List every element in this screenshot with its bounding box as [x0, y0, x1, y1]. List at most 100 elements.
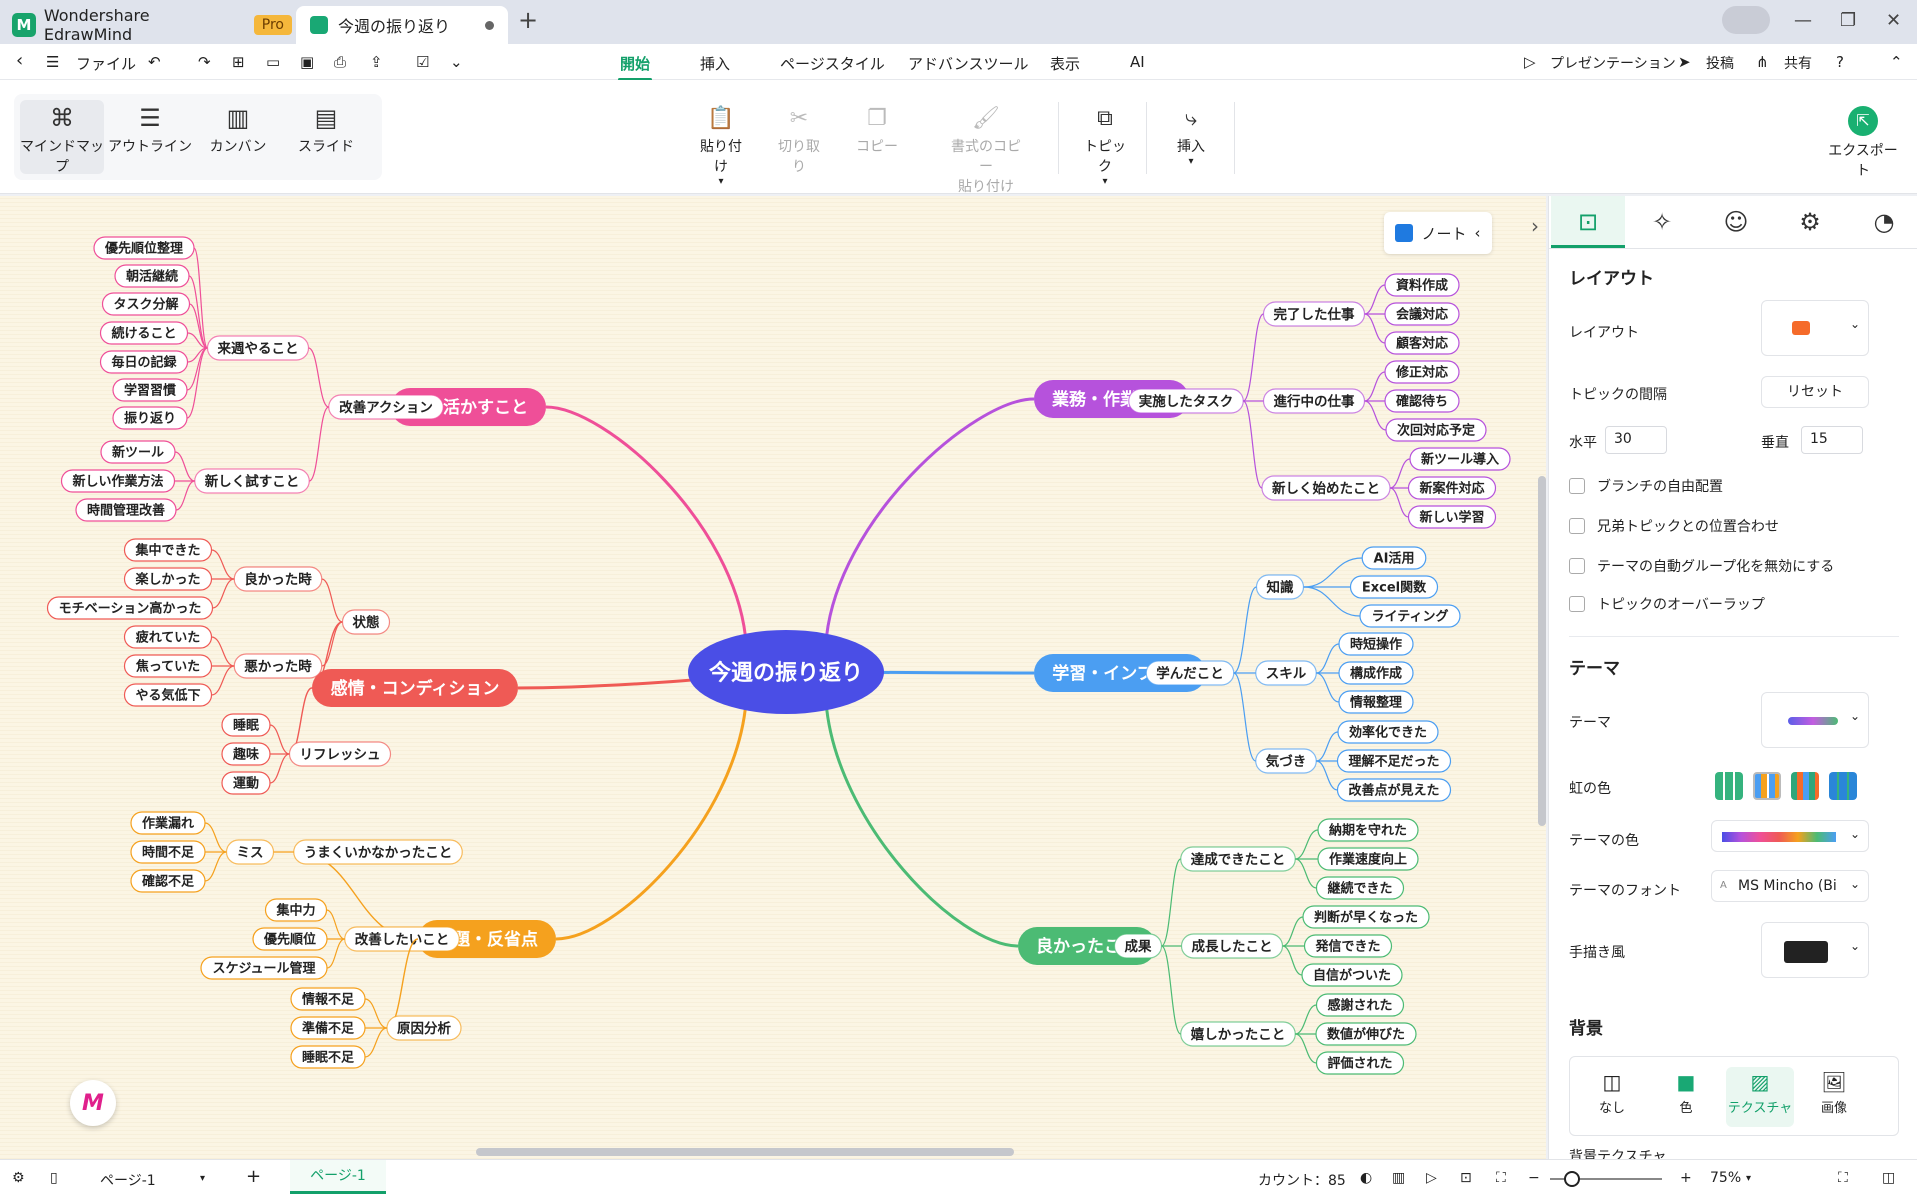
leaf-topic[interactable]: 焦っていた	[123, 654, 213, 678]
publish-icon[interactable]: ➤	[1678, 53, 1691, 71]
cut-button[interactable]: ✂ 切り取り	[774, 106, 824, 176]
rainbow-option-3[interactable]	[1791, 772, 1819, 800]
leaf-topic[interactable]: 学習習慣	[112, 378, 188, 402]
horizontal-spacing-input[interactable]: 30	[1605, 426, 1667, 454]
subtopic[interactable]: うまくいかなかったこと	[293, 839, 463, 865]
leaf-topic[interactable]: スケジュール管理	[200, 956, 328, 980]
subtopic[interactable]: 学んだこと	[1145, 660, 1235, 686]
presentation-icon[interactable]: ▷	[1524, 53, 1536, 71]
leaf-topic[interactable]: 次回対応予定	[1385, 418, 1487, 442]
paste-button[interactable]: 📋 貼り付け ▾	[694, 106, 748, 187]
leaf-topic[interactable]: 時短操作	[1338, 632, 1414, 656]
undo-icon[interactable]: ↶	[148, 53, 161, 71]
theme-dropdown[interactable]: ⌄	[1761, 692, 1869, 748]
view-kanban-button[interactable]: ▥ カンバン	[196, 100, 280, 174]
unsaved-dot-icon[interactable]	[485, 20, 494, 30]
leaf-topic[interactable]: モチベーション高かった	[46, 596, 214, 620]
topic-button[interactable]: ⧉ トピック ▾	[1080, 106, 1130, 187]
leaf-topic[interactable]: 顧客対応	[1384, 331, 1460, 355]
user-avatar-icon[interactable]	[1722, 6, 1770, 34]
leaf-topic[interactable]: 趣味	[221, 742, 271, 766]
view-outline-button[interactable]: ☰ アウトライン	[108, 100, 192, 174]
zoom-slider-track[interactable]	[1550, 1178, 1662, 1180]
leaf-topic[interactable]: 修正対応	[1384, 360, 1460, 384]
subtopic[interactable]: 成長したこと	[1180, 933, 1284, 959]
fullscreen-fit-icon[interactable]: ⛶	[1496, 1170, 1506, 1186]
vertical-scrollbar[interactable]	[1538, 476, 1546, 826]
subtopic[interactable]: 良かった時	[233, 566, 323, 592]
tab-advanced-tools[interactable]: アドバンスツール	[908, 55, 1029, 73]
leaf-topic[interactable]: 数値が伸びた	[1315, 1022, 1417, 1046]
zoom-out-icon[interactable]: −	[1528, 1170, 1540, 1186]
leaf-topic[interactable]: 確認不足	[130, 869, 206, 893]
new-tab-plus-icon[interactable]: +	[518, 6, 539, 34]
horizontal-scrollbar[interactable]	[476, 1148, 1014, 1156]
publish-button[interactable]: 投稿	[1706, 56, 1734, 72]
mindmap-diagram[interactable]: 次に活かすこと改善アクション来週やること優先順位整理朝活継続タスク分解続けること…	[0, 196, 1546, 1159]
tab-insert[interactable]: 挿入	[700, 55, 731, 73]
leaf-topic[interactable]: 振り返り	[112, 406, 188, 430]
vertical-spacing-input[interactable]: 15	[1801, 426, 1863, 454]
leaf-topic[interactable]: 優先順位	[252, 927, 328, 951]
hamburger-menu-icon[interactable]: ☰	[46, 53, 60, 71]
collapse-ribbon-icon[interactable]: ⌃	[1890, 53, 1903, 71]
insert-button[interactable]: ⤷ 挿入 ▾	[1166, 106, 1216, 167]
subtopic[interactable]: 原因分析	[386, 1015, 462, 1041]
play-icon[interactable]: ▷	[1426, 1170, 1437, 1186]
share-icon[interactable]: ⋔	[1756, 53, 1769, 71]
leaf-topic[interactable]: 準備不足	[290, 1016, 366, 1040]
add-page-icon[interactable]: +	[246, 1166, 262, 1187]
pro-badge[interactable]: Pro	[253, 15, 292, 35]
subtopic[interactable]: 実施したタスク	[1128, 388, 1244, 414]
ai-assistant-icon[interactable]: M	[70, 1080, 116, 1126]
panel-tab-emoji-icon[interactable]: ☺	[1723, 208, 1749, 236]
leaf-topic[interactable]: 構成作成	[1338, 661, 1414, 685]
leaf-topic[interactable]: 運動	[221, 771, 271, 795]
new-file-icon[interactable]: ⊞	[232, 53, 245, 71]
leaf-topic[interactable]: 新しい学習	[1407, 505, 1497, 529]
leaf-topic[interactable]: 評価された	[1315, 1051, 1405, 1075]
leaf-topic[interactable]: 判断が早くなった	[1302, 905, 1430, 929]
subtopic[interactable]: 新しく始めたこと	[1261, 475, 1391, 501]
zoom-level[interactable]: 75%	[1710, 1170, 1742, 1186]
subtopic[interactable]: 気づき	[1255, 748, 1317, 774]
zoom-in-icon[interactable]: +	[1680, 1170, 1692, 1186]
leaf-topic[interactable]: 理解不足だった	[1336, 749, 1452, 773]
insert-dropdown-icon[interactable]: ▾	[1188, 156, 1194, 167]
subtopic[interactable]: 改善アクション	[328, 394, 444, 420]
minimize-icon[interactable]: —	[1794, 10, 1812, 31]
subtopic[interactable]: 知識	[1255, 574, 1305, 600]
leaf-topic[interactable]: 納期を守れた	[1317, 818, 1419, 842]
subtopic[interactable]: 来週やること	[206, 335, 310, 361]
share-button[interactable]: 共有	[1784, 56, 1812, 72]
leaf-topic[interactable]: 新しい作業方法	[60, 469, 176, 493]
rainbow-option-2[interactable]	[1753, 772, 1781, 800]
redo-icon[interactable]: ↷	[198, 53, 211, 71]
leaf-topic[interactable]: タスク分解	[101, 292, 191, 316]
rainbow-option-4[interactable]	[1829, 772, 1857, 800]
page-select-chevron-icon[interactable]: ▾	[200, 1173, 206, 1184]
subtopic[interactable]: 嬉しかったこと	[1180, 1021, 1296, 1047]
free-branch-checkbox[interactable]: ブランチの自由配置	[1569, 476, 1723, 496]
leaf-topic[interactable]: 優先順位整理	[93, 236, 195, 260]
copy-button[interactable]: ❐ コピー	[852, 106, 902, 156]
reset-spacing-button[interactable]: リセット	[1761, 376, 1869, 408]
leaf-topic[interactable]: 自信がついた	[1301, 963, 1403, 987]
root-topic[interactable]: 今週の振り返り	[688, 630, 884, 714]
checkbox-icon[interactable]: ☑	[416, 53, 430, 71]
bg-none-button[interactable]: ◫なし	[1578, 1067, 1646, 1127]
close-icon[interactable]: ✕	[1886, 10, 1902, 31]
subtopic[interactable]: 完了した仕事	[1262, 301, 1366, 327]
leaf-topic[interactable]: 睡眠不足	[290, 1045, 366, 1069]
leaf-topic[interactable]: 毎日の記録	[99, 350, 189, 374]
leaf-topic[interactable]: 新ツール	[100, 440, 176, 464]
leaf-topic[interactable]: 新ツール導入	[1409, 447, 1511, 471]
page-panel-icon[interactable]: ▯	[50, 1170, 58, 1186]
leaf-topic[interactable]: 時間不足	[130, 840, 206, 864]
subtopic[interactable]: 悪かった時	[233, 653, 323, 679]
app-tab[interactable]: M Wondershare EdrawMind Pro	[12, 6, 292, 44]
help-icon[interactable]: ?	[1836, 53, 1844, 71]
panel-tab-layout-icon[interactable]: ⊡	[1551, 196, 1625, 248]
leaf-topic[interactable]: 継続できた	[1315, 876, 1405, 900]
print-icon[interactable]: ⎙	[334, 53, 347, 71]
